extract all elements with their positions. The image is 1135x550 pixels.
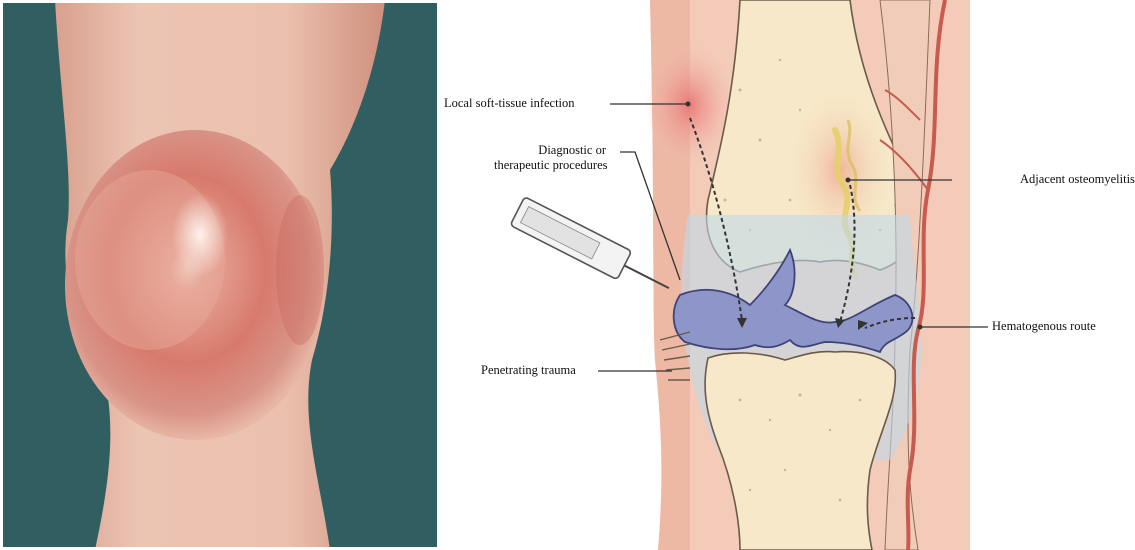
knee-photo	[0, 0, 440, 550]
label-penetrating-trauma: Penetrating trauma	[481, 363, 576, 378]
syringe	[510, 197, 676, 303]
label-procedures: Diagnostic or therapeutic procedures	[494, 143, 606, 173]
label-local-soft-tissue-infection: Local soft-tissue infection	[444, 96, 575, 111]
knee-joint-illustration	[440, 0, 1135, 550]
label-procedures-line1: Diagnostic or	[494, 143, 606, 158]
label-hematogenous-route: Hematogenous route	[992, 319, 1096, 334]
label-procedures-line2: therapeutic procedures	[494, 158, 606, 173]
label-adjacent-osteomyelitis: Adjacent osteomyelitis	[1020, 172, 1135, 187]
